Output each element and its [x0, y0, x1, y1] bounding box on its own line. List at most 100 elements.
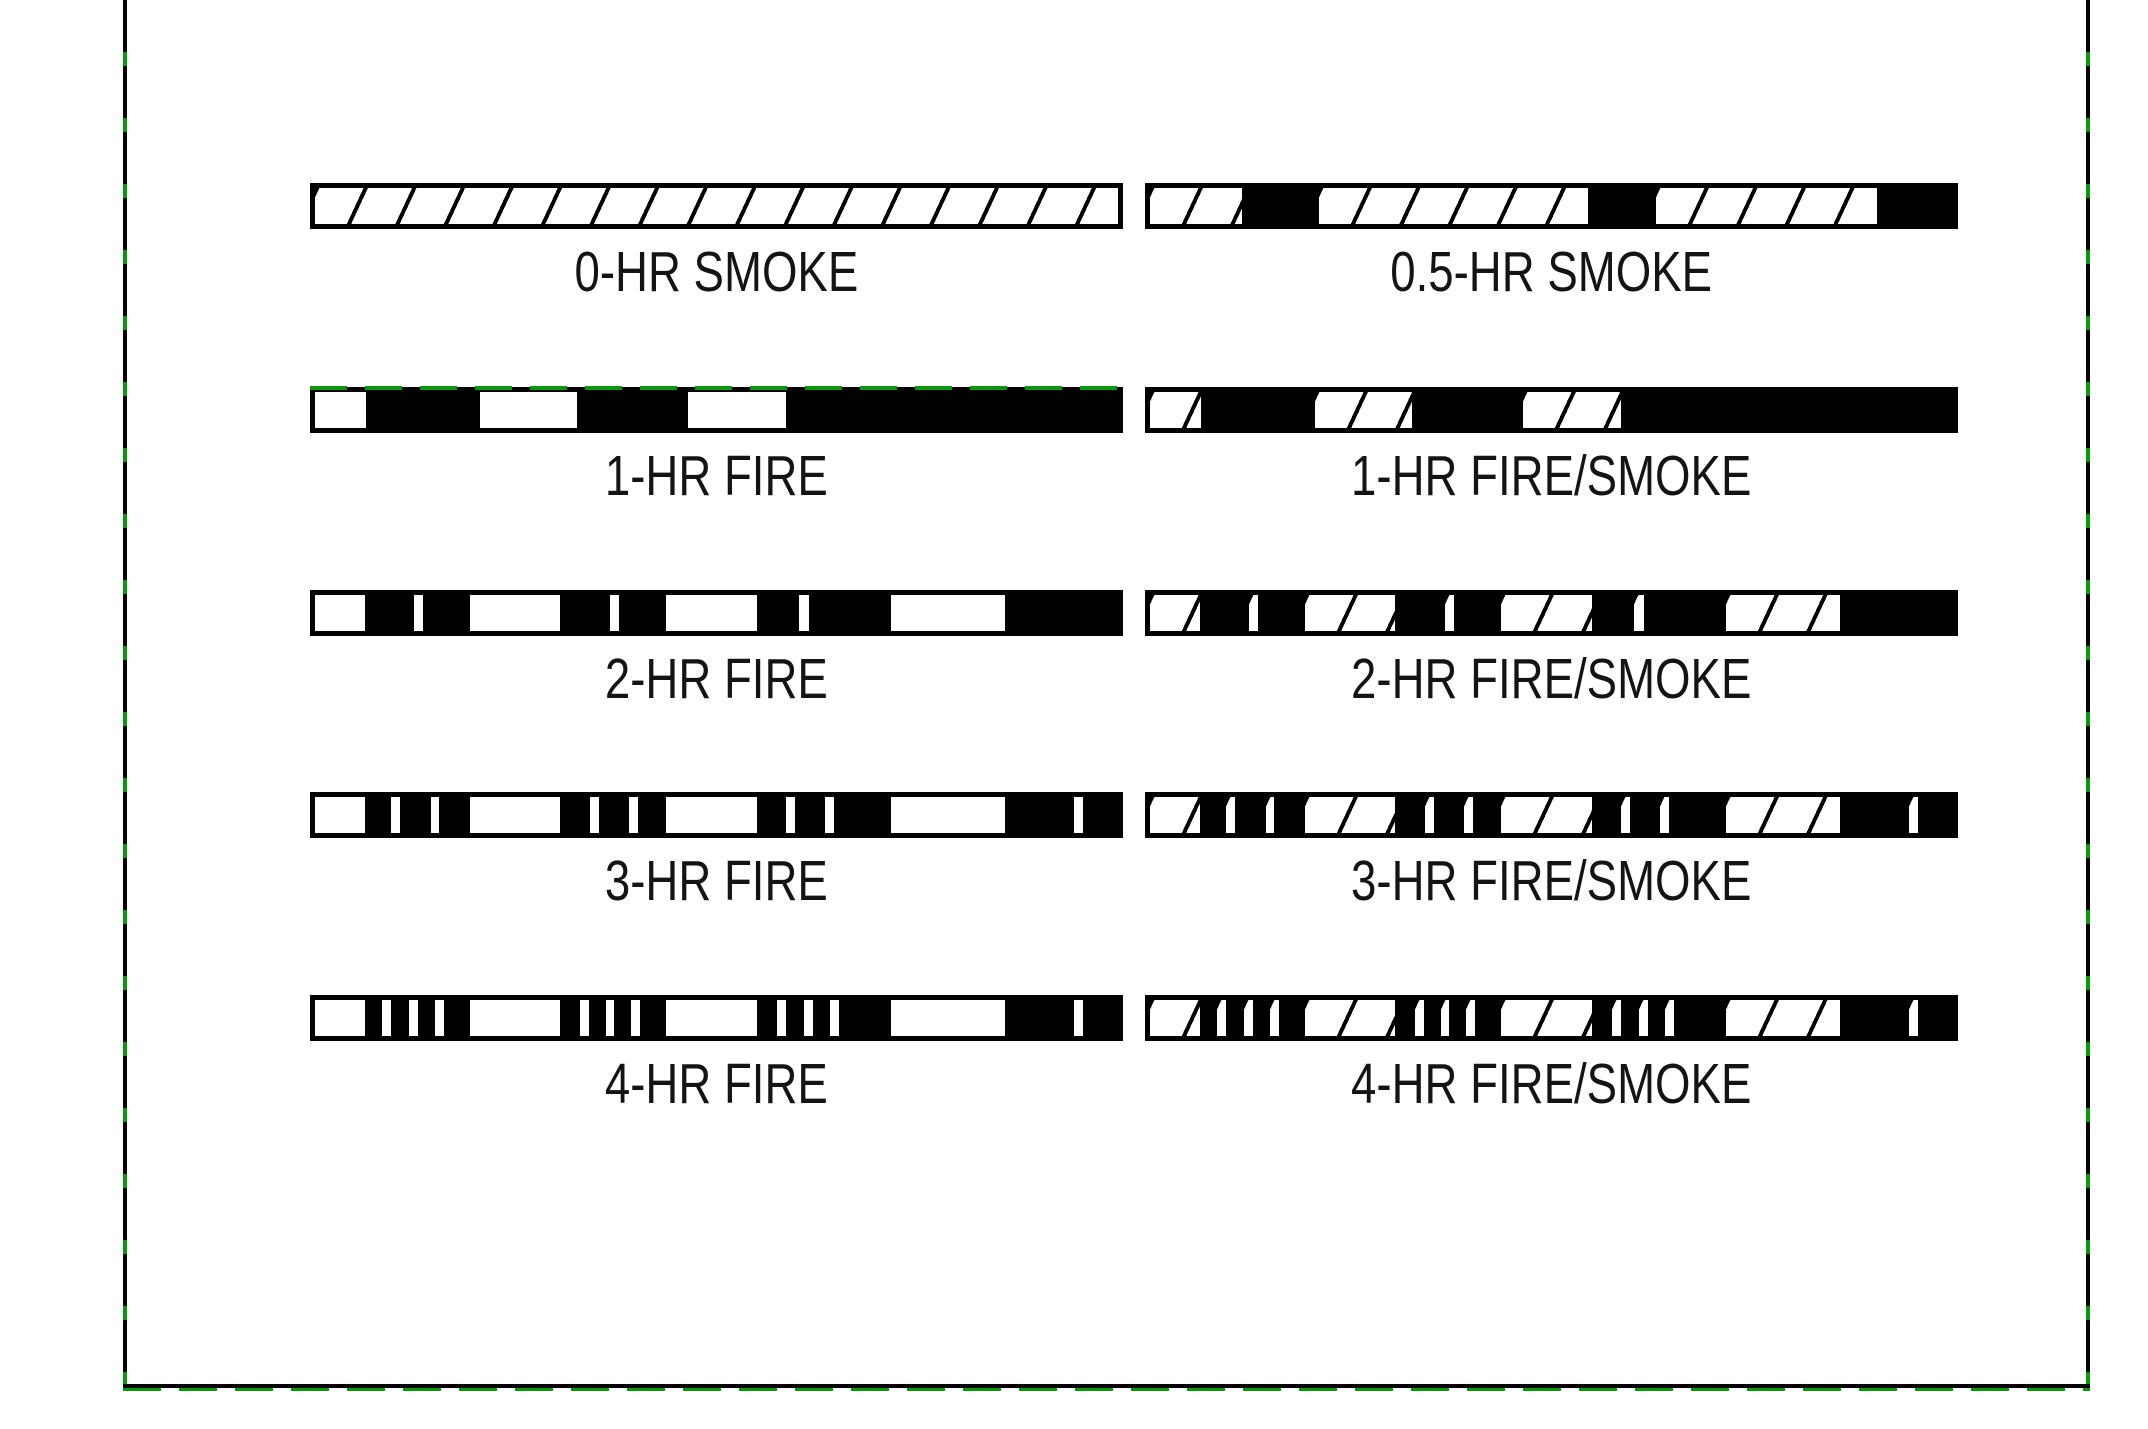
smoke-hatch-segment	[1634, 595, 1644, 631]
rating-label: 1-HR FIRE	[605, 444, 828, 508]
gap-segment	[391, 797, 401, 833]
gap-segment	[469, 1000, 560, 1036]
rating-label: 3-HR FIRE	[605, 849, 828, 913]
smoke-hatch-segment	[1414, 1000, 1424, 1036]
fire-segment	[808, 595, 891, 631]
rating-bar-05hr-smoke	[1145, 183, 1958, 229]
fire-segment	[786, 1000, 804, 1036]
gap-segment	[890, 1000, 1006, 1036]
smoke-hatch-segment	[1150, 797, 1200, 833]
fire-segment	[839, 1000, 891, 1036]
gap-segment	[469, 595, 560, 631]
gap-segment	[382, 1000, 392, 1036]
gap-segment	[665, 797, 757, 833]
smoke-hatch-segment	[1466, 1000, 1476, 1036]
gap-segment	[479, 392, 577, 428]
fire-segment	[1411, 392, 1524, 428]
smoke-hatch-segment	[1659, 797, 1669, 833]
fire-segment	[1647, 1000, 1666, 1036]
fire-segment	[619, 595, 666, 631]
fire-segment	[1199, 797, 1227, 833]
rating-bar-3hr-fire-smoke	[1145, 792, 1958, 838]
fire-segment	[1005, 595, 1118, 631]
gap-segment	[1073, 1000, 1084, 1036]
smoke-hatch-segment	[1243, 1000, 1253, 1036]
fire-segment	[1587, 188, 1656, 224]
fire-segment	[1840, 1000, 1909, 1036]
fire-segment	[1235, 797, 1266, 833]
fire-segment	[1201, 392, 1315, 428]
sheet-frame-left-line	[123, 0, 127, 1388]
fire-segment	[1840, 797, 1909, 833]
rating-bar-0hr-smoke	[310, 183, 1123, 229]
smoke-hatch-segment	[1621, 797, 1631, 833]
fire-segment	[756, 797, 787, 833]
rating-label: 2-HR FIRE	[605, 647, 828, 711]
gap-segment	[605, 1000, 615, 1036]
gap-segment	[315, 1000, 365, 1036]
fire-segment	[1226, 1000, 1244, 1036]
fire-segment	[1630, 797, 1660, 833]
fire-segment	[833, 797, 891, 833]
smoke-hatch-segment	[1304, 595, 1395, 631]
fire-segment	[559, 1000, 580, 1036]
fire-segment	[1668, 797, 1726, 833]
fire-segment	[756, 1000, 778, 1036]
fire-segment	[614, 1000, 632, 1036]
fire-segment	[1434, 797, 1464, 833]
smoke-hatch-segment	[1425, 797, 1435, 833]
fire-segment	[444, 1000, 470, 1036]
fire-segment	[364, 595, 414, 631]
rating-bar-2hr-fire	[310, 590, 1123, 636]
fire-segment	[1591, 1000, 1613, 1036]
gap-segment	[777, 1000, 787, 1036]
fire-segment	[640, 1000, 666, 1036]
rating-bar-1hr-fire	[310, 387, 1123, 433]
smoke-hatch-segment	[1463, 797, 1473, 833]
fire-segment	[756, 595, 800, 631]
smoke-hatch-segment	[1908, 797, 1918, 833]
smoke-hatch-segment	[1248, 595, 1258, 631]
fire-segment	[1274, 797, 1305, 833]
gap-segment	[890, 797, 1006, 833]
fire-segment	[1621, 1000, 1639, 1036]
smoke-hatch-segment	[1445, 595, 1455, 631]
gap-segment	[799, 595, 809, 631]
smoke-hatch-segment	[1217, 1000, 1227, 1036]
fire-segment	[1005, 797, 1074, 833]
gap-segment	[803, 1000, 813, 1036]
fire-segment	[417, 1000, 436, 1036]
gap-segment	[413, 595, 423, 631]
fire-segment	[1840, 595, 1953, 631]
fire-segment	[1199, 595, 1249, 631]
rating-label: 1-HR FIRE/SMOKE	[1351, 444, 1752, 508]
rating-bar-1hr-fire-smoke	[1145, 387, 1958, 433]
fire-segment	[785, 392, 1118, 428]
rating-label: 4-HR FIRE/SMOKE	[1351, 1052, 1752, 1116]
fire-segment	[1279, 1000, 1305, 1036]
fire-segment	[1674, 1000, 1726, 1036]
smoke-hatch-segment	[1150, 392, 1202, 428]
smoke-hatch-segment	[1612, 1000, 1622, 1036]
rating-label: 2-HR FIRE/SMOKE	[1351, 647, 1752, 711]
smoke-hatch-segment	[1523, 392, 1621, 428]
smoke-hatch-segment	[1440, 1000, 1450, 1036]
sheet-frame-right-line	[2086, 0, 2090, 1388]
smoke-hatch-segment	[1665, 1000, 1675, 1036]
fire-segment	[588, 1000, 606, 1036]
fire-segment	[1917, 797, 1953, 833]
gap-segment	[1073, 797, 1083, 833]
fire-segment	[1082, 797, 1118, 833]
fire-segment	[559, 797, 591, 833]
rating-label: 0.5-HR SMOKE	[1390, 240, 1713, 304]
fire-segment	[1423, 1000, 1441, 1036]
fire-segment	[1394, 1000, 1415, 1036]
smoke-hatch-segment	[1226, 797, 1236, 833]
gap-segment	[315, 595, 365, 631]
gap-segment	[315, 392, 367, 428]
fire-segment	[1620, 392, 1953, 428]
gap-segment	[786, 797, 796, 833]
fire-segment	[439, 797, 470, 833]
smoke-hatch-segment	[1655, 188, 1877, 224]
